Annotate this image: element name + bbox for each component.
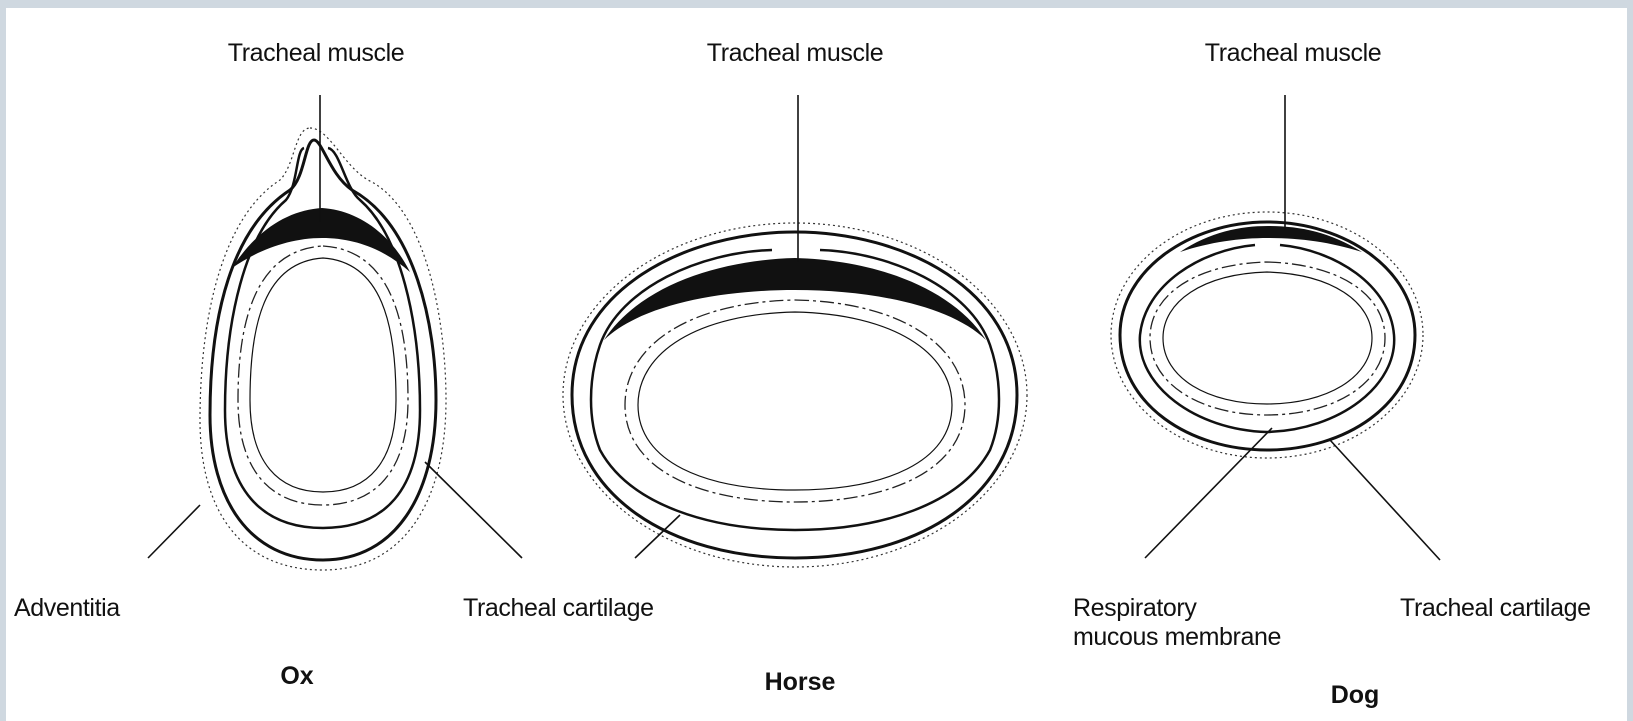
tracheal-cartilage-label-middle: Tracheal cartilage: [463, 594, 654, 622]
respiratory-label-line1: Respiratory: [1073, 594, 1197, 622]
horse-section: [563, 223, 1027, 567]
dog-muscle-label: Tracheal muscle: [1205, 39, 1381, 67]
horse-tracheal-muscle: [604, 258, 986, 340]
dog-cartilage-leader: [1330, 440, 1440, 560]
ox-mucosa: [238, 246, 408, 505]
dog-cartilage-outer: [1120, 222, 1415, 450]
horse-mucosa: [625, 300, 965, 502]
horse-mucosa-inner: [638, 312, 952, 490]
species-dog: Dog: [1331, 681, 1380, 709]
ox-mucosa-inner: [250, 258, 396, 492]
ox-cartilage-leader: [425, 462, 522, 558]
ox-section: [200, 128, 446, 570]
adventitia-label: Adventitia: [14, 594, 120, 622]
ox-cartilage-outer: [210, 140, 436, 560]
horse-cartilage-inner: [591, 250, 999, 530]
horse-cartilage-leader: [635, 515, 680, 558]
dog-mucosa: [1150, 262, 1385, 415]
dog-section: [1111, 212, 1423, 458]
ox-muscle-label: Tracheal muscle: [228, 39, 404, 67]
tracheal-cartilage-label-right: Tracheal cartilage: [1400, 594, 1591, 622]
dog-mucosa-inner: [1163, 272, 1372, 404]
trachea-cross-sections: Tracheal muscle Tracheal muscle Tracheal…: [6, 8, 1627, 721]
respiratory-label-line2: mucous membrane: [1073, 623, 1281, 651]
ox-adventitia: [200, 128, 446, 570]
species-horse: Horse: [765, 668, 836, 696]
dog-adventitia: [1111, 212, 1423, 458]
respiratory-leader: [1145, 428, 1272, 558]
adventitia-leader: [148, 505, 200, 558]
horse-muscle-label: Tracheal muscle: [707, 39, 883, 67]
dog-tracheal-muscle: [1180, 226, 1362, 252]
species-ox: Ox: [280, 662, 313, 690]
diagram-panel: Tracheal muscle Tracheal muscle Tracheal…: [6, 8, 1627, 721]
